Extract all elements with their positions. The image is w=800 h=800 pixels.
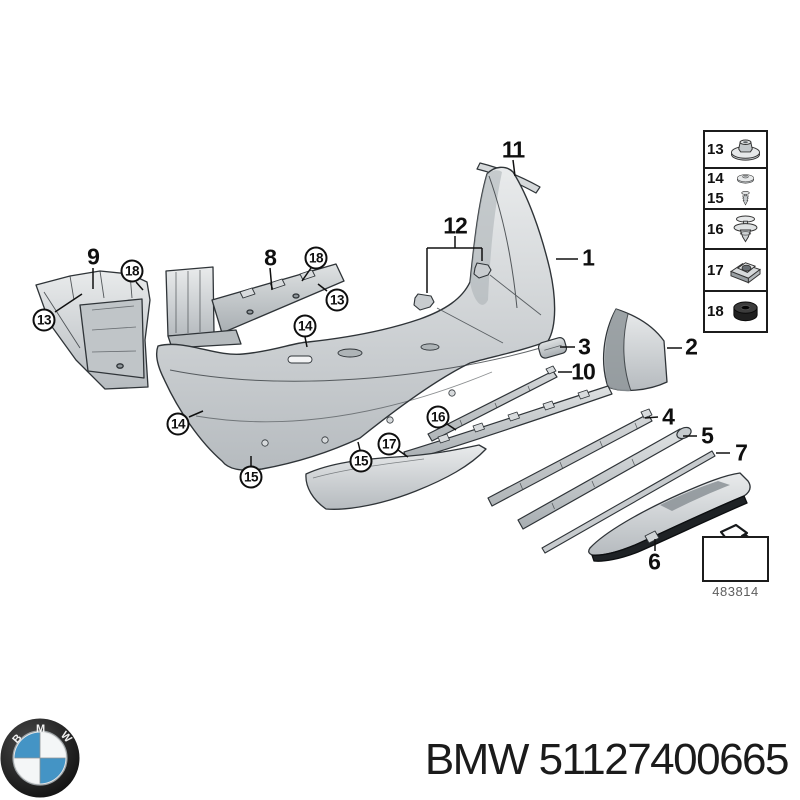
legend-number: 16 (707, 220, 724, 238)
impact-strip (403, 385, 613, 462)
legend-number: 17 (707, 261, 724, 279)
part-6-diffuser (588, 472, 751, 562)
part-number-text: BMW 51127400665 (424, 735, 790, 784)
legend-item-13: 13 (707, 134, 764, 165)
part-8-side-bracket-rail (165, 263, 345, 349)
reference-box (702, 536, 769, 582)
part-5-trim-strip (517, 426, 692, 530)
part-callout-1: 1 (582, 244, 595, 271)
part-3-towhook-cover (537, 337, 568, 359)
part-callout-12: 12 (443, 212, 468, 239)
part-callout-8: 8 (264, 244, 277, 271)
fastener-callout-15: 15 (349, 449, 373, 473)
fastener-callout-13: 13 (325, 288, 349, 312)
rubber-grommet-icon (727, 296, 764, 327)
legend-row: 16 (705, 210, 766, 250)
part-callout-3: 3 (578, 333, 591, 360)
legend-row: 18 (705, 292, 766, 331)
fastener-callout-16: 16 (426, 405, 450, 429)
expansion-rivet-icon (727, 190, 764, 207)
part-9-side-bracket (35, 270, 151, 390)
roundel-quadrant (14, 758, 40, 784)
roundel-quadrant (14, 732, 40, 758)
fastener-callout-14: 14 (293, 314, 317, 338)
leader-lines (54, 159, 730, 551)
part-callout-5: 5 (701, 422, 714, 449)
legend-item-15: 15 (707, 190, 764, 207)
roundel-quadrant (40, 758, 66, 784)
part-callout-2: 2 (685, 333, 698, 360)
fastener-callout-17: 17 (377, 432, 401, 456)
washer-rivet-icon (727, 170, 764, 187)
legend-item-16: 16 (707, 214, 764, 245)
legend-item-18: 18 (707, 296, 764, 327)
fastener-callout-15: 15 (239, 465, 263, 489)
fastener-callout-14: 14 (166, 412, 190, 436)
part-callout-4: 4 (662, 403, 675, 430)
fastener-callout-18: 18 (120, 259, 144, 283)
legend-number: 15 (707, 189, 724, 207)
legend-number: 18 (707, 303, 724, 320)
fastener-callout-13: 13 (32, 308, 56, 332)
part-callout-6: 6 (648, 548, 661, 575)
part-callout-9: 9 (87, 243, 100, 270)
part-2-corner-trim (602, 308, 668, 392)
legend-item-17: 17 (707, 255, 764, 286)
part-callout-11: 11 (501, 136, 525, 163)
part-7-trim-strip (541, 450, 716, 554)
nut-washer-icon (727, 134, 764, 165)
legend-row: 13 (705, 132, 766, 169)
lower-skirt (305, 444, 487, 510)
legend-row: 17 (705, 250, 766, 292)
part-callout-7: 7 (735, 439, 748, 466)
push-pin-rivet-icon (727, 214, 764, 245)
part-10-trim-strip (427, 365, 558, 442)
bmw-logo: B M W (0, 718, 80, 798)
part-12-mounting-clips (413, 262, 542, 344)
part-4-trim-strip (487, 408, 653, 507)
cage-nut-icon (727, 255, 764, 286)
reference-code: 483814 (712, 584, 759, 599)
fastener-callout-18: 18 (304, 246, 328, 270)
legend-item-14: 14 (707, 170, 764, 187)
roundel-quadrant (40, 732, 66, 758)
part-callout-10: 10 (571, 358, 596, 385)
logo-letter: M (36, 723, 45, 735)
legend-number: 14 (707, 170, 724, 188)
legend-number: 13 (707, 141, 724, 158)
